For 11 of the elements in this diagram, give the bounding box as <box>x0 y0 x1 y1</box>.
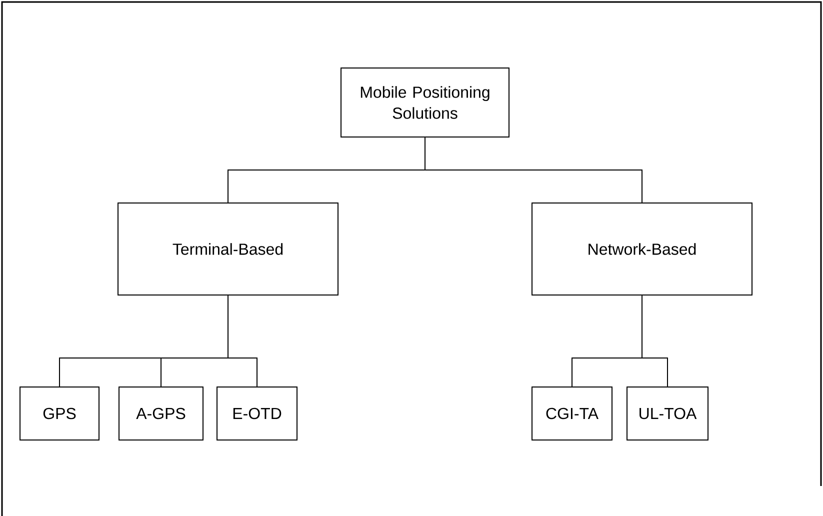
box: Mobile Positioning Solutions <box>340 68 510 138</box>
box: GPS <box>20 386 100 440</box>
box: E-OTD <box>216 386 298 440</box>
box: UL-TOA <box>626 386 708 440</box>
connector <box>642 295 668 387</box>
connector <box>424 137 642 203</box>
connector <box>228 295 258 387</box>
box: Network-Based <box>532 202 752 296</box>
box: CGI-TA <box>532 386 612 440</box>
box: Terminal-Based <box>118 202 338 296</box>
box: A-GPS <box>118 386 204 440</box>
